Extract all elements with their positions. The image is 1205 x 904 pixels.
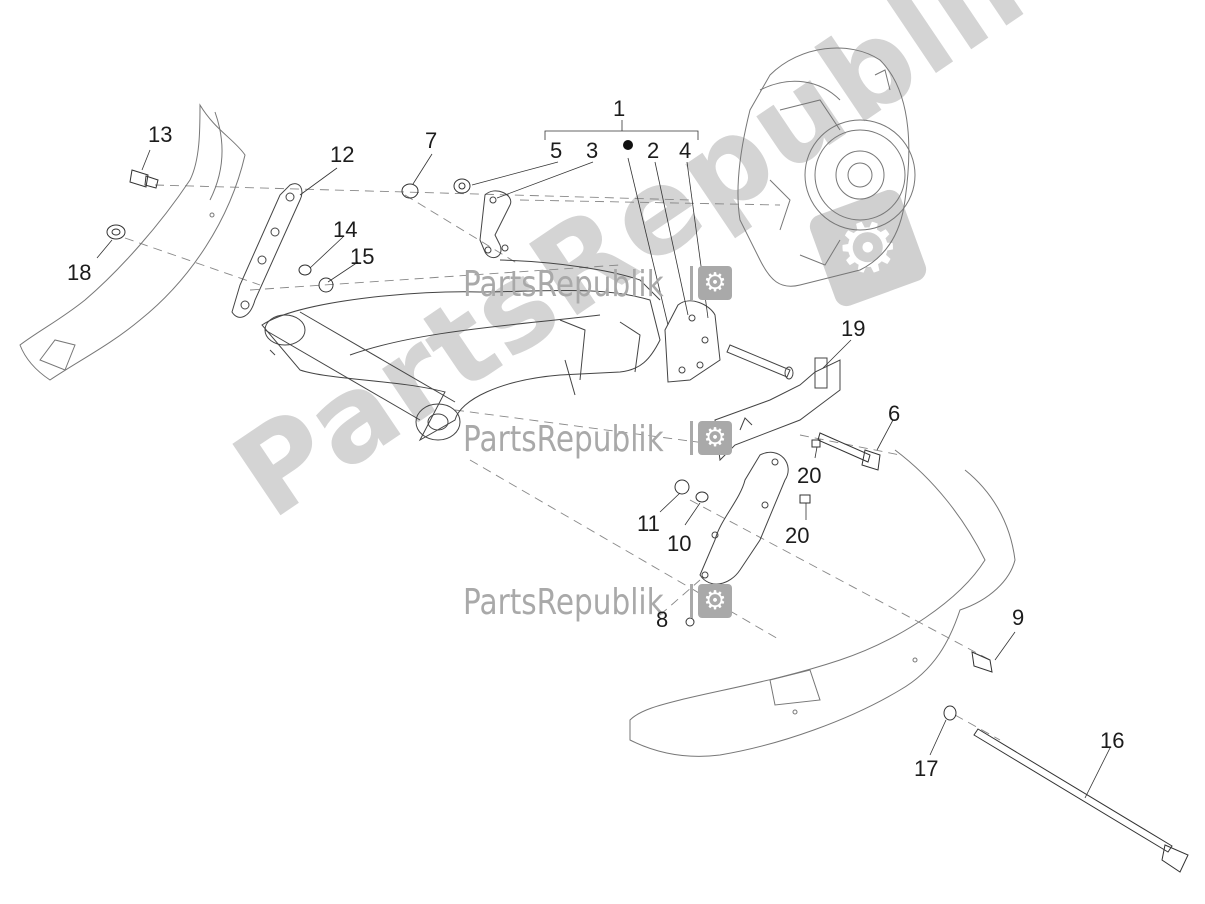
- left-frame-cover: [19, 103, 246, 381]
- part-label-19: 19: [841, 316, 866, 341]
- fasteners: [106, 169, 993, 721]
- watermark-divider: [690, 584, 693, 618]
- part-12-bracket-plate: [231, 183, 303, 318]
- watermark-brand-top: PartsRepublik: [463, 264, 664, 305]
- leader-lines: [96, 120, 1111, 799]
- engine-housing: [737, 47, 916, 287]
- part-label-8: 8: [656, 607, 669, 632]
- part-label-6: 6: [888, 401, 901, 426]
- watermark-gear-icon: ⚙: [698, 266, 732, 300]
- part-label-20a: 20: [797, 463, 822, 488]
- part-label-9: 9: [1012, 605, 1025, 630]
- watermark-divider: [690, 421, 693, 455]
- part-lower-bracket: [699, 451, 789, 585]
- bolt-6: [817, 432, 881, 471]
- watermark-brand-bottom: PartsRepublik: [463, 582, 664, 623]
- part-label-1: 1: [613, 96, 626, 121]
- part-label-13: 13: [148, 122, 173, 147]
- part-label-5: 5: [550, 138, 563, 163]
- watermark-divider: [690, 266, 693, 300]
- pin: [726, 344, 794, 380]
- right-bottom-cover: [629, 449, 1016, 757]
- watermark-gear-icon: ⚙: [698, 421, 732, 455]
- part-3-plate: [479, 190, 512, 259]
- part-label-4: 4: [679, 138, 692, 163]
- part-2-bracket: [664, 300, 721, 383]
- part-label-16: 16: [1100, 728, 1125, 753]
- part-label-14: 14: [333, 217, 358, 242]
- bullet-dot: [623, 140, 633, 150]
- part-label-3: 3: [586, 138, 599, 163]
- part-label-20b: 20: [785, 523, 810, 548]
- watermark-brand-middle: PartsRepublik: [463, 419, 664, 460]
- watermark-gear-icon: ⚙: [698, 584, 732, 618]
- part-label-2: 2: [647, 138, 660, 163]
- part-label-10: 10: [667, 531, 692, 556]
- part-label-15: 15: [350, 244, 375, 269]
- part-label-7: 7: [425, 128, 438, 153]
- swing-arm: [261, 259, 661, 442]
- long-bolt-16: [973, 728, 1189, 873]
- part-label-12: 12: [330, 142, 355, 167]
- part-label-17: 17: [914, 756, 939, 781]
- part-label-18: 18: [67, 260, 92, 285]
- part-label-11: 11: [637, 511, 660, 536]
